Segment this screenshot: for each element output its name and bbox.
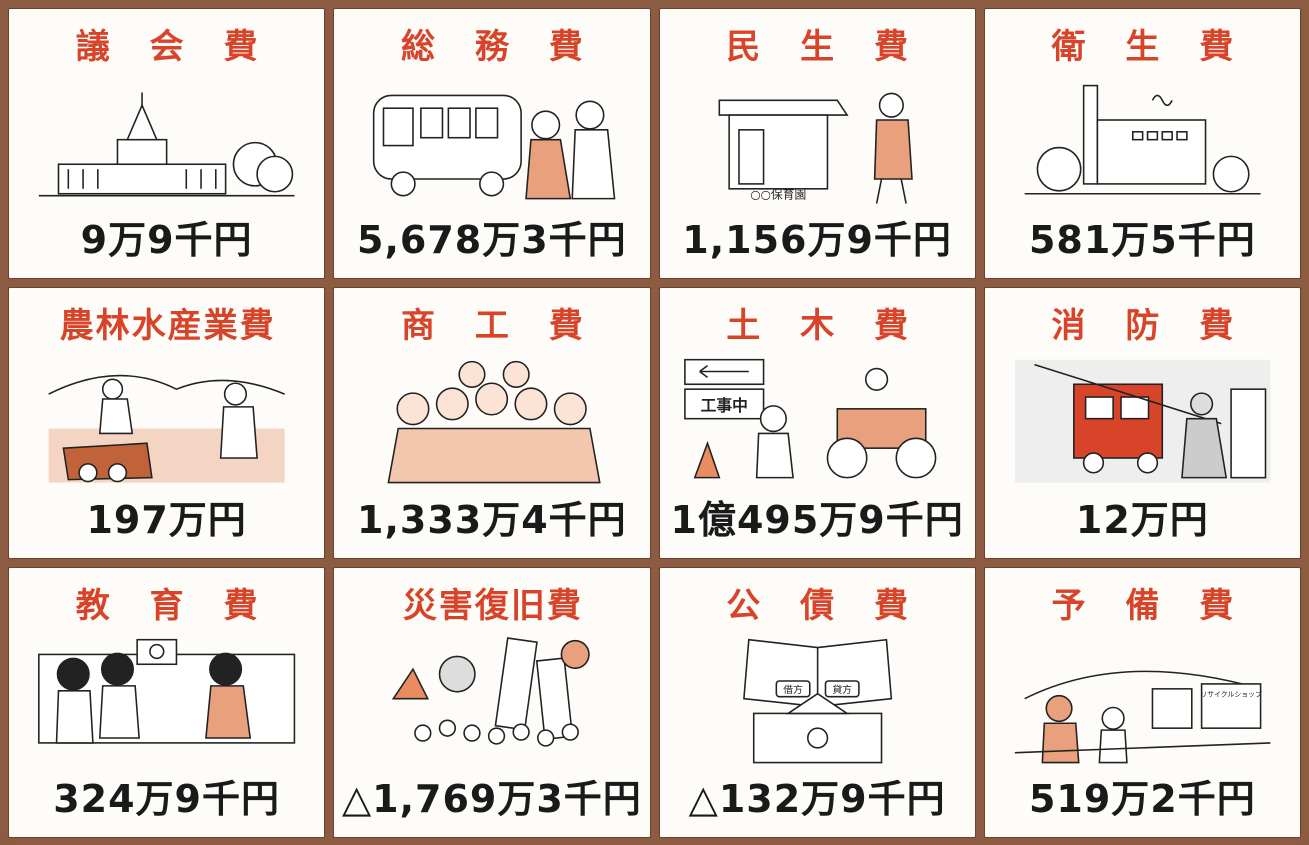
town-family-icon: リサイクルショップ xyxy=(1005,628,1280,769)
lend-label: 貸方 xyxy=(832,682,852,695)
budget-grid: 議 会 費 9万9千円 総 務 費 xyxy=(8,8,1301,838)
card-amount: 1,156万9千円 xyxy=(682,218,952,263)
card-title: 公 債 費 xyxy=(726,585,922,626)
card-disaster-recovery: 災害復旧費 △1,769万3千円 xyxy=(333,566,651,838)
card-education: 教 育 費 324万9千円 xyxy=(8,566,326,838)
card-title: 予 備 費 xyxy=(1051,585,1248,626)
card-sanitation: 衛 生 費 581万5千円 xyxy=(983,8,1301,280)
card-title: 商 工 費 xyxy=(401,306,597,347)
merchants-group-icon xyxy=(354,348,629,489)
card-public-debt: 公 債 費 借方 貸方 △132万9千円 xyxy=(658,566,976,838)
card-title: 総 務 費 xyxy=(401,27,597,67)
card-reserve: 予 備 費 リサイクルショップ 519万2千円 xyxy=(983,566,1301,838)
card-agriculture: 農林水産業費 197万円 xyxy=(8,287,326,559)
rice-planting-icon xyxy=(29,348,304,489)
card-general-affairs: 総 務 費 5,678万3千円 xyxy=(333,8,651,280)
card-civil-engineering: 土 木 費 工事中 1億495万9千円 xyxy=(658,287,976,559)
sanitation-plant-icon xyxy=(1005,69,1280,210)
card-amount: 324万9千円 xyxy=(53,777,280,821)
card-amount: 12万円 xyxy=(1075,497,1209,542)
borrow-label: 借方 xyxy=(783,682,803,695)
recycle-shop-sign: リサイクルショップ xyxy=(1200,690,1262,698)
card-amount: △132万9千円 xyxy=(688,777,946,821)
card-assembly: 議 会 費 9万9千円 xyxy=(8,8,326,280)
card-title: 衛 生 費 xyxy=(1051,27,1248,67)
disaster-recovery-icon xyxy=(354,628,629,769)
road-construction-icon: 工事中 xyxy=(680,348,955,489)
card-commerce: 商 工 費 1,333万4千円 xyxy=(333,287,651,559)
card-title: 民 生 費 xyxy=(726,27,922,67)
nursery-sign: ○○保育園 xyxy=(750,188,806,202)
card-amount: 9万9千円 xyxy=(80,218,253,263)
card-amount: 1,333万4千円 xyxy=(357,497,627,542)
card-amount: 197万円 xyxy=(86,497,247,542)
card-title: 議 会 費 xyxy=(75,27,272,67)
card-title: 災害復旧費 xyxy=(402,585,583,626)
construction-sign: 工事中 xyxy=(700,396,747,415)
card-welfare: 民 生 費 ○○保育園 1,156万9千円 xyxy=(658,8,976,280)
nursery-school-icon: ○○保育園 xyxy=(680,69,955,210)
card-amount: 1億495万9千円 xyxy=(670,497,964,542)
public-bond-icon: 借方 貸方 xyxy=(680,628,955,769)
card-amount: 519万2千円 xyxy=(1028,777,1256,821)
school-children-icon xyxy=(29,628,304,769)
card-amount: 581万5千円 xyxy=(1028,218,1256,263)
parliament-building-icon xyxy=(29,69,304,210)
card-title: 土 木 費 xyxy=(726,306,922,347)
card-fire-prevention: 消 防 費 12万円 xyxy=(983,287,1301,559)
fire-fighting-icon xyxy=(1005,348,1280,489)
card-title: 教 育 費 xyxy=(75,585,272,626)
bus-and-family-icon xyxy=(354,69,629,210)
card-amount: △1,769万3千円 xyxy=(341,777,642,821)
card-title: 農林水産業費 xyxy=(59,306,276,347)
card-amount: 5,678万3千円 xyxy=(357,218,627,263)
card-title: 消 防 費 xyxy=(1051,306,1248,347)
